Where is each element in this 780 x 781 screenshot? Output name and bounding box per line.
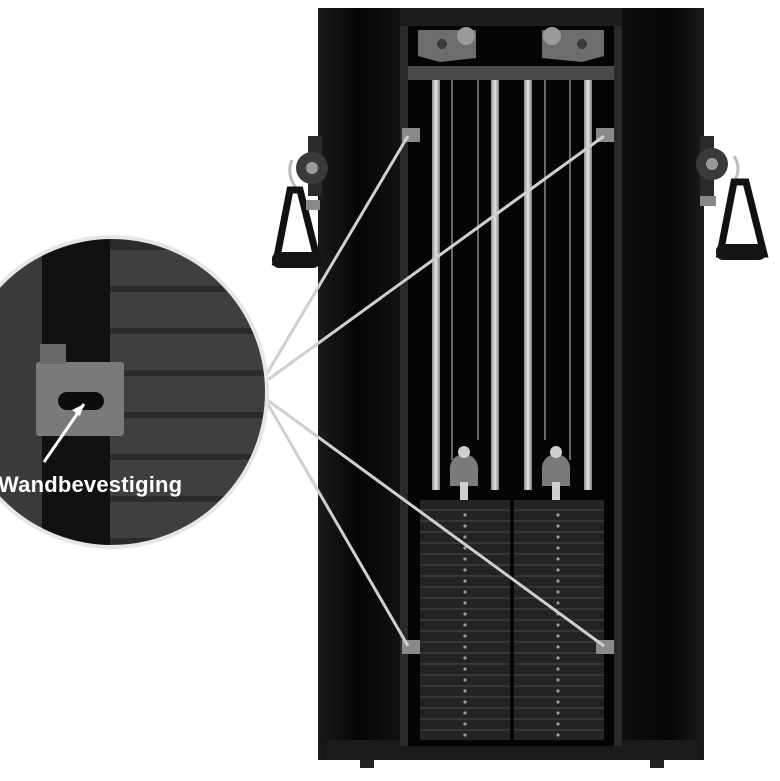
panel-slat [110,250,267,286]
plate-hole [556,711,560,715]
plate-hole [463,579,467,583]
plate-hole [556,524,560,528]
plate-hole [556,656,560,660]
plate-hole [463,557,467,561]
plate-hole [463,711,467,715]
plate-hole [556,667,560,671]
guide-rods [432,80,592,490]
plate-hole [556,568,560,572]
plate-hole [463,689,467,693]
plate-hole [463,634,467,638]
plate-hole [463,623,467,627]
panel-slat [110,502,267,538]
plate-hole [556,700,560,704]
plate-hole [556,733,560,737]
plate-hole [463,524,467,528]
plate-hole [556,557,560,561]
zoom-inset [0,237,267,547]
plate-hole [556,645,560,649]
plate-hole [556,634,560,638]
right-door-panel [622,8,704,760]
plate-hole [556,513,560,517]
plate-hole [463,601,467,605]
panel-slat [110,418,267,454]
plate-hole [556,579,560,583]
plate-hole [556,623,560,627]
plate-hole [556,722,560,726]
plate-hole [463,656,467,660]
plate-hole [463,645,467,649]
plate-hole [463,700,467,704]
panel-slat [110,544,267,547]
selector-pulleys [450,446,570,504]
plate-hole [463,733,467,737]
plate-hole [463,590,467,594]
left-cable-handle [271,136,328,268]
panel-slat [110,292,267,328]
zoom-circle-border [0,235,269,549]
plate-hole [556,590,560,594]
plate-hole [463,513,467,517]
plate-hole [556,546,560,550]
left-door-panel [318,8,400,760]
panel-slat [110,334,267,370]
plate-hole [556,678,560,682]
plate-hole [463,678,467,682]
plate-hole [463,568,467,572]
plate-hole [463,546,467,550]
callout-lines [260,134,605,648]
plate-hole [556,689,560,693]
plate-hole [463,612,467,616]
panel-slat [110,376,267,412]
wall-mount-label: Wandbevestiging [0,472,183,497]
plate-hole [463,722,467,726]
plate-hole [463,667,467,671]
plate-hole [556,535,560,539]
plate-hole [556,601,560,605]
plate-hole [463,535,467,539]
right-cable-handle [696,136,769,260]
